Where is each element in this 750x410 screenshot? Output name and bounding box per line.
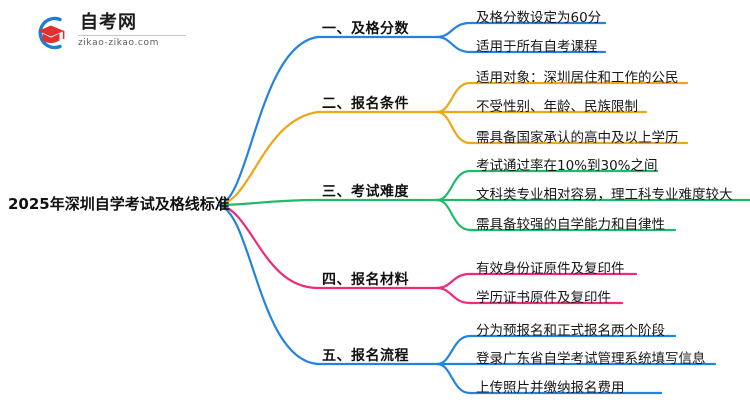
leaf-label-3-2[interactable]: 文科类专业相对容易，理工科专业难度较大 — [476, 187, 733, 203]
connector-1-2 — [435, 35, 472, 54]
leaf-label-4-1[interactable]: 有效身份证原件及复印件 — [476, 261, 625, 277]
leaf-label-2-3[interactable]: 需具备国家承认的高中及以上学历 — [476, 130, 679, 146]
trunk-branch-3 — [216, 198, 320, 207]
branch-label-1[interactable]: 一、及格分数 — [322, 21, 409, 37]
logo-url: zikao-zikao.com — [78, 38, 159, 48]
connector-2-3 — [435, 110, 472, 145]
leaf-label-5-3[interactable]: 上传照片并缴纳报名费用 — [476, 380, 625, 396]
connector-4-2 — [435, 286, 472, 305]
leaf-label-1-1[interactable]: 及格分数设定为60分 — [476, 10, 602, 26]
branch-label-3[interactable]: 三、考试难度 — [322, 184, 409, 200]
branch-label-5[interactable]: 五、报名流程 — [322, 348, 409, 364]
trunk-branch-4 — [216, 203, 320, 290]
leaf-label-5-2[interactable]: 登录广东省自学考试管理系统填写信息 — [476, 351, 706, 367]
leaf-label-2-2[interactable]: 不受性别、年龄、民族限制 — [476, 99, 638, 115]
trunk-branch-2 — [216, 110, 320, 207]
leaf-label-4-2[interactable]: 学历证书原件及复印件 — [476, 290, 611, 306]
leaf-label-2-1[interactable]: 适用对象：深圳居住和工作的公民 — [476, 70, 679, 86]
logo-mark-icon — [38, 16, 65, 50]
trunk-branch-5 — [216, 203, 320, 366]
trunk-branch-1 — [216, 35, 320, 207]
leaf-label-3-3[interactable]: 需具备较强的自学能力和自律性 — [476, 217, 665, 233]
logo-divider — [78, 35, 186, 36]
site-logo: 自考网 zikao-zikao.com — [30, 12, 190, 54]
connector-4-1 — [435, 272, 472, 290]
branch-label-4[interactable]: 四、报名材料 — [322, 272, 409, 288]
leaf-label-3-1[interactable]: 考试通过率在10%到30%之间 — [476, 158, 658, 174]
root-node-label[interactable]: 2025年深圳自学考试及格线标准 — [8, 195, 230, 213]
connector-3-3 — [435, 198, 472, 232]
connector-3-1 — [435, 169, 472, 202]
connector-5-1 — [435, 334, 472, 366]
logo-text-block: 自考网 zikao-zikao.com — [78, 12, 188, 49]
connector-2-1 — [435, 81, 472, 114]
connector-1-1 — [435, 21, 472, 39]
leaf-label-5-1[interactable]: 分为预报名和正式报名两个阶段 — [476, 323, 665, 339]
leaf-label-1-2[interactable]: 适用于所有自考课程 — [476, 39, 598, 55]
connector-5-3 — [435, 362, 472, 395]
logo-name: 自考网 — [80, 12, 137, 33]
branch-label-2[interactable]: 二、报名条件 — [322, 96, 409, 112]
